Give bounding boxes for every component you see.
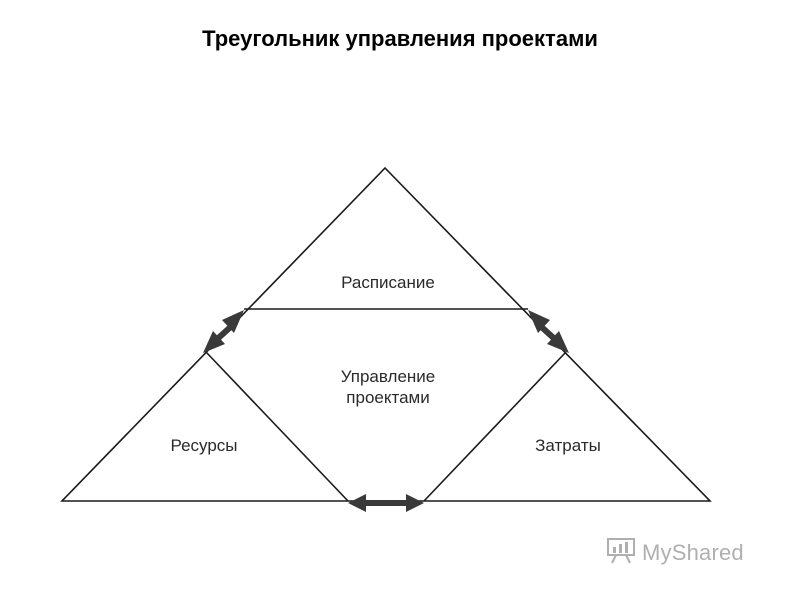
presentation-board-icon <box>606 536 636 569</box>
project-management-label-line2: проектами <box>346 388 429 407</box>
page-title: Треугольник управления проектами <box>202 26 598 51</box>
arrow-schedule-resources <box>203 310 244 353</box>
project-management-label-line1: Управление <box>341 367 436 386</box>
arrow-schedule-costs <box>528 310 569 353</box>
outer-triangle <box>60 166 712 502</box>
costs-label: Затраты <box>535 436 601 455</box>
arrow-resources-costs <box>348 494 424 512</box>
resources-label: Ресурсы <box>170 436 237 455</box>
schedule-label: Расписание <box>341 273 435 292</box>
left-inner-edge <box>205 351 349 502</box>
watermark: MyShared <box>606 536 744 569</box>
watermark-text: MyShared <box>642 539 744 565</box>
right-inner-edge <box>423 351 567 502</box>
